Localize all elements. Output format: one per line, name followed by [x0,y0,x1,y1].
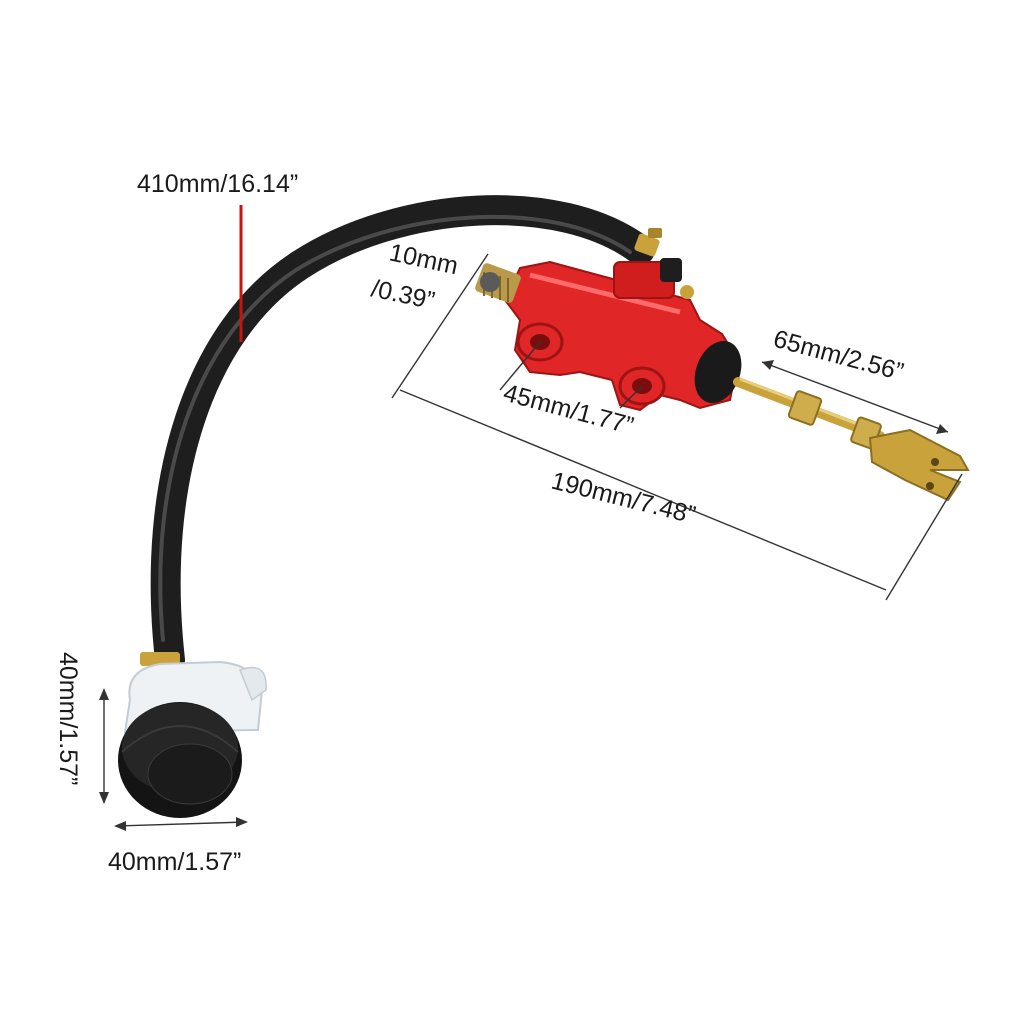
outlet-port-fitting [475,263,521,303]
clevis-fork [868,428,970,502]
push-rod-length-label: 65mm/2.56” [770,325,906,387]
push-rod [733,377,885,450]
port-size-label-line1: 10mm [387,238,461,280]
hose-clamp-top [634,228,662,257]
port-size-label-line2: /0.39” [369,274,437,315]
overall-length-label: 190mm/7.48” [549,467,699,530]
reservoir-height-label: 40mm/1.57” [54,652,82,785]
brake-hose-highlight [158,214,632,642]
reservoir-width-label: 40mm/1.57” [108,848,241,876]
fluid-reservoir [118,652,267,818]
master-cylinder-body [503,258,742,412]
dimension-lines [99,253,963,831]
brake-hose [150,195,655,675]
hose-length-label: 410mm/16.14” [137,170,298,198]
